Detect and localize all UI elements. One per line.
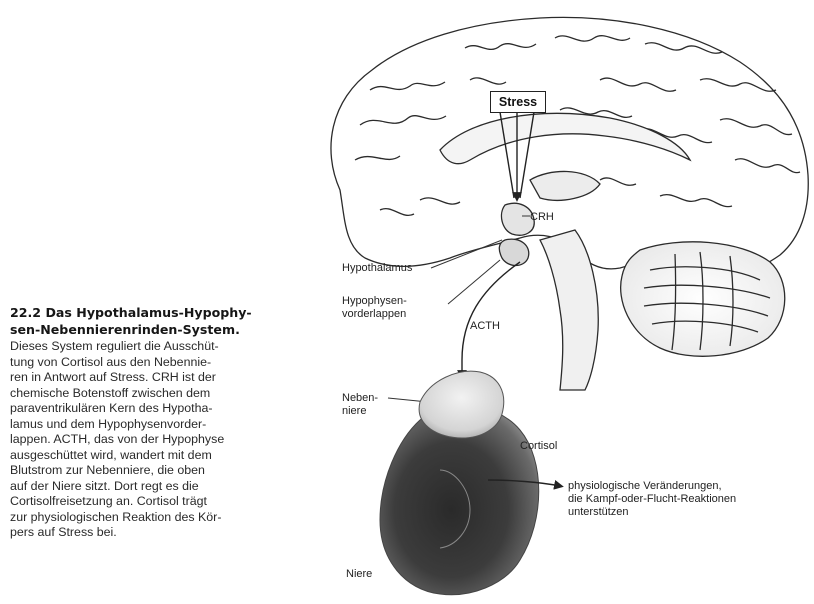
nebenniere-label-line: Neben- [342,392,378,405]
effects-label-line: physiologische Veränderungen, [568,480,736,493]
nebenniere-label: Neben- niere [342,392,378,418]
nebenniere-label-line: niere [342,405,378,418]
crh-label: CRH [530,211,554,224]
acth-arrow [462,262,520,376]
hypothalamus-label: Hypothalamus [342,262,412,275]
hypophysen-label-line: Hypophysen- [342,295,407,308]
effects-label: physiologische Veränderungen, die Kampf-… [568,480,736,519]
adrenal-gland [419,371,504,438]
corpus-callosum [440,113,690,163]
hypophysen-label-line: vorderlappen [342,308,407,321]
effects-label-line: die Kampf-oder-Flucht-Reaktionen [568,493,736,506]
pituitary [499,239,528,265]
cortisol-label: Cortisol [520,440,557,453]
effects-label-line: unterstützen [568,506,736,519]
brain [331,17,808,390]
brainstem [540,230,598,390]
acth-label: ACTH [470,320,500,333]
kidney-group [380,371,539,594]
stress-label-box: Stress [490,91,546,113]
hypophysen-label: Hypophysen- vorderlappen [342,295,407,321]
niere-label: Niere [346,568,372,581]
